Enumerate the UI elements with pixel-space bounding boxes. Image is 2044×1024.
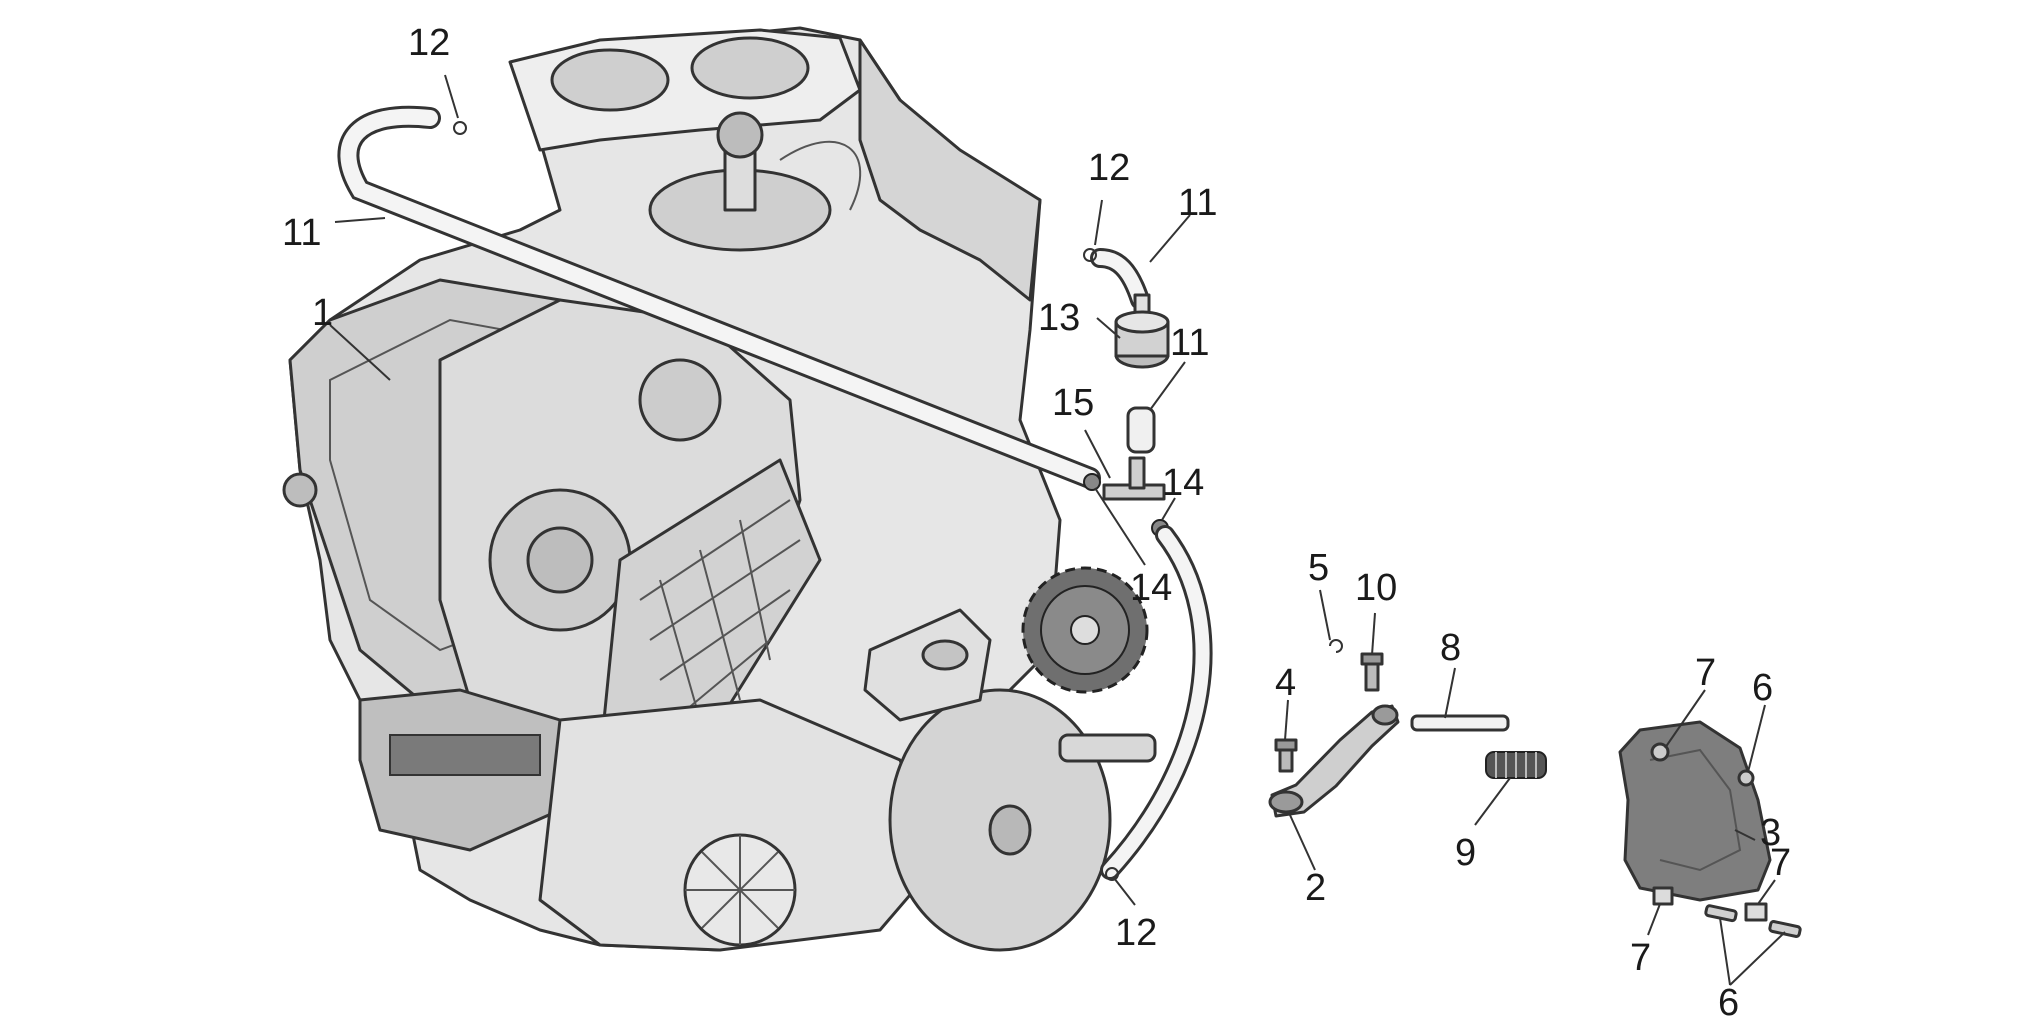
label-part-6-top: 6 xyxy=(1752,667,1773,709)
intake-port-right xyxy=(690,36,810,100)
shift-lever-pivot xyxy=(1268,790,1304,814)
label-part-15: 15 xyxy=(1052,382,1094,424)
label-part-7-top: 7 xyxy=(1695,652,1716,694)
hose-clamp-left xyxy=(1083,473,1101,491)
clip-12-top-left xyxy=(453,121,467,135)
fuel-pressure-regulator xyxy=(648,111,862,252)
bracket-hole xyxy=(921,639,969,671)
lower-housing xyxy=(538,698,942,952)
label-part-2: 2 xyxy=(1305,867,1326,909)
upper-cover-hub xyxy=(638,358,722,442)
ribbed-panel xyxy=(598,458,822,762)
label-part-10: 10 xyxy=(1355,567,1397,609)
label-part-7-right: 7 xyxy=(1770,842,1791,884)
label-part-11-left: 11 xyxy=(282,212,321,254)
bolt-10 xyxy=(1360,652,1384,692)
center-cover-hub-inner xyxy=(526,526,594,594)
label-part-11-mid: 11 xyxy=(1170,322,1209,364)
impeller-spokes xyxy=(685,835,795,945)
label-part-7-bottom: 7 xyxy=(1630,937,1651,979)
shift-lever-end xyxy=(1371,704,1399,726)
label-part-1: 1 xyxy=(312,292,333,334)
callout-labels: 1 11 12 12 11 13 11 15 14 14 12 5 10 8 4… xyxy=(282,22,1791,1024)
breather-hoses xyxy=(337,105,1213,881)
label-part-4: 4 xyxy=(1275,662,1296,704)
drive-sprocket xyxy=(1021,566,1149,694)
label-part-13: 13 xyxy=(1038,297,1080,339)
short-straight-hose xyxy=(1126,406,1156,454)
label-part-12-top-right: 12 xyxy=(1088,147,1130,189)
t-fitting xyxy=(1102,456,1166,501)
shift-lever xyxy=(1270,704,1400,818)
cover-bolt-hole-right xyxy=(1737,769,1755,787)
clip-12-bottom xyxy=(1105,867,1119,881)
label-part-9: 9 xyxy=(1455,832,1476,874)
cover-bolt-hole-top xyxy=(1650,742,1670,762)
label-part-12-bottom: 12 xyxy=(1115,912,1157,954)
label-part-3: 3 xyxy=(1760,812,1781,854)
spacer-7-right xyxy=(1744,902,1768,922)
label-part-6-bottom: 6 xyxy=(1718,982,1739,1024)
shift-pin xyxy=(1410,714,1510,732)
output-shaft xyxy=(1058,733,1157,763)
breather-filter xyxy=(1114,293,1170,369)
engine-block xyxy=(282,26,1157,952)
leader-lines xyxy=(329,74,1786,986)
circlip-5 xyxy=(1329,639,1343,653)
engine-rear-housing xyxy=(858,38,1042,302)
bolt-4 xyxy=(1274,738,1298,773)
shift-rubber xyxy=(1485,751,1547,779)
gear-shift-assembly xyxy=(1268,639,1547,818)
spacer-7-left xyxy=(1652,886,1674,906)
label-part-14-lower: 14 xyxy=(1130,567,1172,609)
flywheel-cover-boss xyxy=(988,804,1032,856)
intake-port-left xyxy=(550,48,670,112)
bolt-6-lower-b xyxy=(1768,920,1802,938)
clip-12-top-right xyxy=(1083,248,1097,262)
label-part-5: 5 xyxy=(1308,547,1329,589)
label-part-14-upper: 14 xyxy=(1162,462,1204,504)
starter-motor-band xyxy=(389,734,541,776)
sprocket-cover xyxy=(1618,720,1802,938)
crankcase-plug-left xyxy=(282,472,318,508)
label-part-8: 8 xyxy=(1440,627,1461,669)
label-part-11-top-right: 11 xyxy=(1178,182,1217,224)
label-part-12-top-left: 12 xyxy=(408,22,450,64)
